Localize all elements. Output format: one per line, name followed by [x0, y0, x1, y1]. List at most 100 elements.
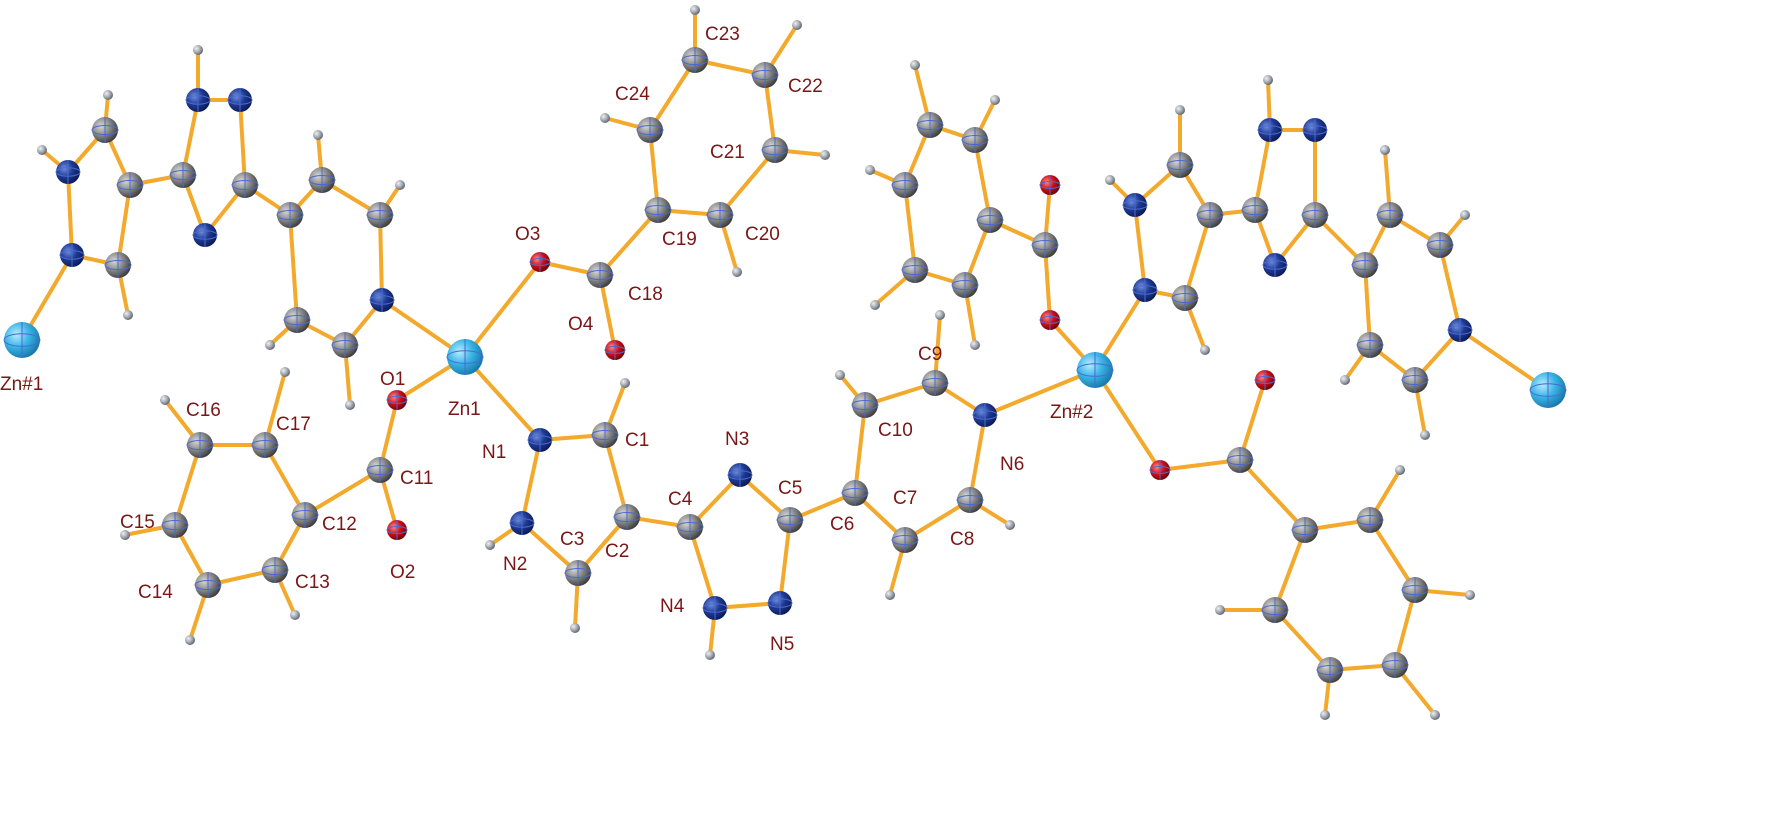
bond-b3-b4 [973, 138, 992, 222]
atom-label-N3: N3 [725, 429, 749, 450]
atom-O4 [604, 340, 626, 360]
hydrogen-atom [1215, 605, 1225, 615]
atom-C24 [636, 117, 664, 143]
atom-C1 [591, 422, 619, 448]
atom-N2 [509, 511, 535, 535]
hydrogen-atom [120, 530, 130, 540]
atom-d5 [1401, 367, 1429, 393]
atom-c10 [1262, 253, 1288, 277]
atom-c6 [1241, 197, 1269, 223]
hydrogen-atom [620, 378, 630, 388]
atom-a5 [185, 88, 211, 112]
atom-C12 [291, 502, 319, 528]
atom-C8 [956, 487, 984, 513]
hydrogen-atom [970, 340, 980, 350]
atom-bo1 [1039, 175, 1061, 195]
bond-C17-C12 [263, 443, 307, 517]
atom-C21 [761, 137, 789, 163]
bond-p3-p4 [378, 213, 384, 302]
atom-p2 [308, 167, 336, 193]
hydrogen-atom [1263, 75, 1273, 85]
atom-e2 [1226, 447, 1254, 473]
atom-bc [1031, 232, 1059, 258]
hydrogen-atom [870, 300, 880, 310]
bond-Zn2-e1 [1093, 368, 1162, 472]
atom-C10 [851, 392, 879, 418]
hydrogen-atom [705, 650, 715, 660]
atom-p6 [283, 307, 311, 333]
bond-c4-c1 [1133, 203, 1147, 292]
atom-N3 [727, 463, 753, 487]
atom-label-C23: C23 [705, 24, 740, 45]
atom-label-O4: O4 [568, 314, 594, 335]
atom-O3 [529, 252, 551, 272]
bond-N6-Zn2 [983, 368, 1097, 417]
hydrogen-atom [570, 623, 580, 633]
atom-Zn1 [446, 339, 484, 375]
bond-Zn1-O3 [463, 260, 542, 359]
bond-e1-e2 [1158, 458, 1242, 472]
atom-b4 [976, 207, 1004, 233]
atom-a1 [55, 160, 81, 184]
atom-c8 [1302, 118, 1328, 142]
atom-label-N6: N6 [1000, 454, 1024, 475]
atom-f2 [1401, 577, 1429, 603]
bond-a6-a7 [238, 98, 247, 187]
atom-C11 [366, 457, 394, 483]
atom-C13 [261, 557, 289, 583]
atom-label-C7: C7 [893, 488, 917, 509]
atom-label-C22: C22 [788, 76, 823, 97]
hydrogen-atom [1105, 175, 1115, 185]
atom-label-C5: C5 [778, 478, 802, 499]
hydrogen-atom [313, 130, 323, 140]
bond-e2-e4 [1238, 458, 1307, 532]
atom-label-C9: C9 [918, 344, 942, 365]
atom-C23 [681, 47, 709, 73]
atom-d2 [1426, 232, 1454, 258]
atom-ZnA [3, 322, 41, 358]
hydrogen-atom [265, 340, 275, 350]
bond-c3-c5 [1183, 213, 1212, 300]
atom-b6 [901, 257, 929, 283]
atom-label-C20: C20 [745, 224, 780, 245]
bond-C2-C1 [603, 433, 629, 519]
atom-a7 [231, 172, 259, 198]
bond-f4-f5 [1273, 608, 1332, 672]
atom-label-O1: O1 [380, 369, 405, 390]
bond-d2-d4 [1438, 243, 1462, 332]
atom-C18 [586, 262, 614, 288]
atom-c2 [1166, 152, 1194, 178]
hydrogen-atom [820, 150, 830, 160]
atom-C16 [186, 432, 214, 458]
atom-a10 [104, 252, 132, 278]
hydrogen-atom [1005, 520, 1015, 530]
bond-b6-b1 [903, 183, 917, 272]
atom-label-C13: C13 [295, 572, 330, 593]
atom-ZnB [1529, 372, 1567, 408]
atom-b3 [961, 127, 989, 153]
hydrogen-atom [1175, 105, 1185, 115]
atom-label-C15: C15 [120, 512, 155, 533]
hydrogen-atom [345, 400, 355, 410]
atom-d1 [1376, 202, 1404, 228]
atom-a2 [91, 117, 119, 143]
atom-label-C16: C16 [186, 400, 221, 421]
hydrogen-atom [885, 590, 895, 600]
atom-N5 [767, 591, 793, 615]
atom-N6 [972, 403, 998, 427]
atom-a4 [169, 162, 197, 188]
atom-c7 [1257, 118, 1283, 142]
bond-N4-C4 [688, 525, 717, 610]
hydrogen-atom [485, 540, 495, 550]
hydrogen-atom [1395, 465, 1405, 475]
bond-C18-C19 [598, 208, 660, 277]
atom-label-C6: C6 [830, 514, 854, 535]
atom-label-N2: N2 [503, 554, 527, 575]
atom-label-ZnA: Zn#1 [0, 374, 43, 395]
atom-label-C17: C17 [276, 414, 311, 435]
bond-C11-C12 [303, 468, 382, 517]
atom-f5 [1261, 597, 1289, 623]
atom-label-C21: C21 [710, 142, 745, 163]
hydrogen-atom [835, 370, 845, 380]
